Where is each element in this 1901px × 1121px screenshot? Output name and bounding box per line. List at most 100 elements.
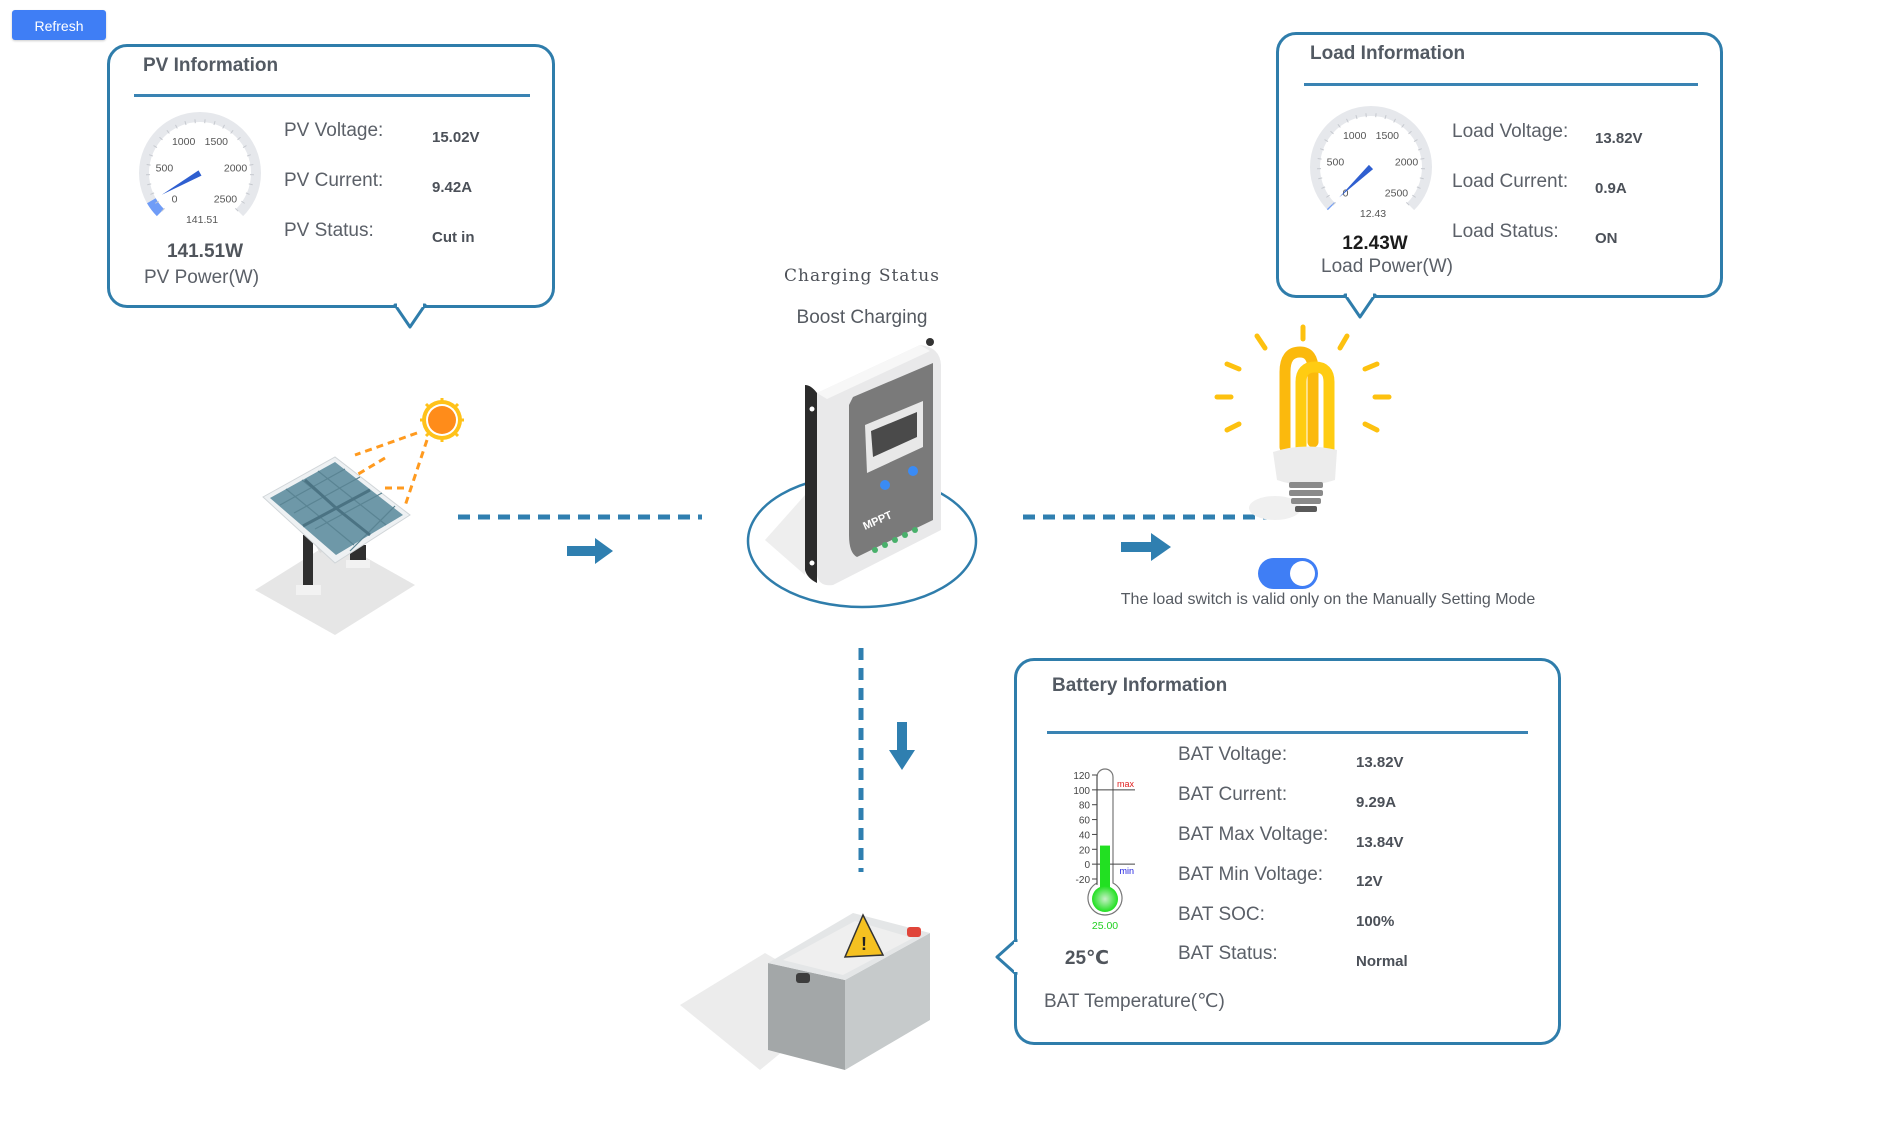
gauge-tick-label: 1500 [1376,130,1400,142]
gauge-value-label: 12.43 [1360,208,1386,220]
gauge-tick [153,145,158,148]
gauge-tick [1406,202,1410,206]
load-panel-divider [1304,83,1698,86]
gauge-tick [246,154,251,157]
thermometer-tick-label: 60 [1079,816,1091,827]
battery-temp-caption: BAT Temperature(℃) [1044,991,1225,1012]
pv-status-value: Cut in [432,229,475,246]
load-status-label: Load Status: [1452,221,1559,242]
thermometer-tick-label: 120 [1073,771,1090,782]
gauge-tick [1412,194,1416,198]
gauge-tick [1346,118,1349,123]
gauge-tick [146,164,151,166]
thermometer-tick-label: 80 [1079,801,1091,812]
thermometer-tick-label: -20 [1076,875,1091,886]
thermometer-tick-label: 40 [1079,830,1091,841]
sun-rays-icon [354,431,429,507]
pv-status-label: PV Status: [284,220,374,241]
gauge-tick [230,130,234,134]
pv-current-label: PV Current: [284,170,384,191]
gauge-tick [161,208,165,212]
thermometer-tick-label: 0 [1084,860,1090,871]
gauge-tick [1318,177,1323,180]
load-power-value: 12.43W [1342,233,1408,254]
thermometer-tick-label: 20 [1079,845,1091,856]
controller-to-battery-flow-line [858,648,864,872]
pv-power-value: 141.51W [166,241,244,262]
gauge-tick [1324,139,1329,142]
thermometer-value-label: 25.00 [1092,920,1118,932]
bat-max-voltage-value: 13.84V [1356,834,1404,851]
thermometer-max-label: max [1117,779,1135,789]
gauge-progress [147,198,165,217]
gauge-pointer [161,170,202,195]
load-switch-knob [1290,561,1315,586]
pv-current-value: 9.42A [432,179,473,196]
gauge-tick [175,124,178,129]
gauge-tick-label: 500 [156,162,174,174]
load-voltage-label: Load Voltage: [1452,121,1569,142]
charging-status-value: Boost Charging [796,307,928,328]
load-switch-note: The load switch is valid only on the Man… [1120,591,1536,608]
gauge-tick [1326,194,1330,198]
pv-panel-divider [134,94,530,97]
gauge-tick [155,200,159,204]
gauge-track [1310,106,1432,211]
gauge-tick [242,145,247,148]
battery-flow-arrow-icon [889,722,915,770]
thermometer-bulb [1092,886,1118,912]
gauge-tick [1408,130,1412,135]
bat-status-label: BAT Status: [1178,943,1278,964]
thermometer-fill [1100,845,1110,889]
gauge-tick-label: 500 [1327,156,1345,168]
gauge-tick [213,121,216,126]
gauge-tick [248,183,253,186]
gauge-tick [1401,124,1405,128]
gauge-tick [1384,115,1387,120]
battery-panel-pointer [995,938,1019,976]
gauge-tick [184,121,187,126]
gauge-tick [147,183,152,186]
gauge-tick [245,192,250,195]
load-current-label: Load Current: [1452,171,1569,192]
gauge-tick-label: 2500 [1385,187,1409,199]
thermometer-tick-label: 100 [1073,786,1090,797]
refresh-button[interactable]: Refresh [12,10,106,40]
battery-panel-title: Battery Information [1052,675,1228,696]
pv-flow-arrow-icon [567,538,613,564]
battery-icon: ! [680,913,930,1070]
load-switch-toggle[interactable] [1258,558,1318,589]
bat-max-voltage-label: BAT Max Voltage: [1178,824,1329,845]
gauge-tick-label: 1500 [205,136,229,148]
svg-text:!: ! [861,934,867,954]
pv-voltage-label: PV Voltage: [284,120,384,141]
gauge-tick [222,124,225,129]
solar-panel-icon [255,456,415,635]
gauge-tick [237,136,241,141]
light-bulb-icon [1214,324,1392,520]
gauge-tick-label: 2000 [1395,156,1419,168]
load-panel-pointer [1343,293,1377,319]
gauge-tick [1420,158,1425,160]
pv-voltage-value: 15.02V [432,129,480,146]
gauge-tick [1413,139,1418,142]
battery-info-panel: Battery Information 120 100 80 60 40 20 0 -20 ma… [1014,658,1561,1045]
bat-soc-value: 100% [1356,913,1395,930]
pv-power-caption: PV Power(W) [144,267,260,288]
gauge-tick [249,164,254,166]
pv-panel-title: PV Information [143,55,279,76]
battery-panel-divider [1047,731,1528,734]
bat-voltage-label: BAT Voltage: [1178,744,1288,765]
gauge-tick [235,208,239,212]
gauge-tick [159,136,163,141]
battery-temp-value: 25℃ [1064,948,1110,969]
gauge-pointer [1339,164,1374,198]
load-flow-arrow-icon [1121,533,1171,561]
gauge-tick-label: 0 [172,193,178,205]
gauge-progress [1326,202,1335,211]
gauge-tick [1416,186,1421,189]
